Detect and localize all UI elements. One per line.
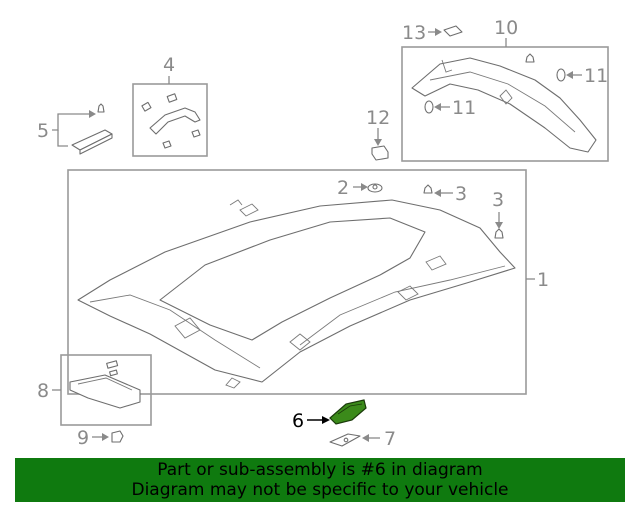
box-trim-panel — [401, 46, 609, 162]
grab-handle-part[interactable] — [141, 93, 201, 149]
callout-3b: 3 — [492, 189, 504, 211]
part-6-highlighted[interactable] — [329, 399, 367, 425]
banner-line-2: Diagram may not be specific to your vehi… — [131, 480, 509, 500]
clip-2-part[interactable] — [367, 183, 383, 193]
sun-visor-part[interactable] — [69, 360, 141, 409]
part-7[interactable] — [329, 433, 361, 447]
callout-13: 13 — [402, 22, 426, 44]
clip-3a-part[interactable] — [423, 184, 433, 194]
callout-3a: 3 — [455, 183, 467, 205]
callout-1: 1 — [537, 269, 549, 291]
parts-diagram: 1 2 3 3 4 5 6 7 8 9 10 11 11 12 13 — [37, 17, 609, 450]
callout-4: 4 — [163, 54, 175, 76]
callout-9: 9 — [77, 427, 89, 449]
callout-10: 10 — [494, 17, 518, 39]
clip-10-part[interactable] — [525, 53, 535, 63]
banner-line-1: Part or sub-assembly is #6 in diagram — [157, 460, 483, 480]
callout-11a: 11 — [584, 65, 608, 87]
callout-8: 8 — [37, 380, 49, 402]
clip-3b-part[interactable] — [494, 228, 504, 239]
part-12[interactable] — [371, 145, 389, 161]
clip-13-part[interactable] — [443, 25, 463, 37]
headliner-part[interactable] — [77, 199, 516, 389]
clip-11b-part[interactable] — [424, 100, 434, 114]
callout-5: 5 — [37, 120, 49, 142]
clip-11a-part[interactable] — [556, 68, 566, 82]
clip-9-part[interactable] — [111, 430, 124, 443]
box-grab-handle — [132, 83, 208, 157]
info-banner: Part or sub-assembly is #6 in diagram Di… — [15, 458, 625, 502]
callout-2: 2 — [337, 177, 349, 199]
callout-12: 12 — [366, 107, 390, 129]
trim-panel-part[interactable] — [411, 57, 597, 153]
callout-11b: 11 — [452, 97, 476, 119]
box-headliner — [67, 169, 527, 395]
callout-6: 6 — [292, 410, 304, 432]
callout-7: 7 — [384, 428, 396, 450]
bracket-5-part[interactable] — [71, 103, 113, 155]
